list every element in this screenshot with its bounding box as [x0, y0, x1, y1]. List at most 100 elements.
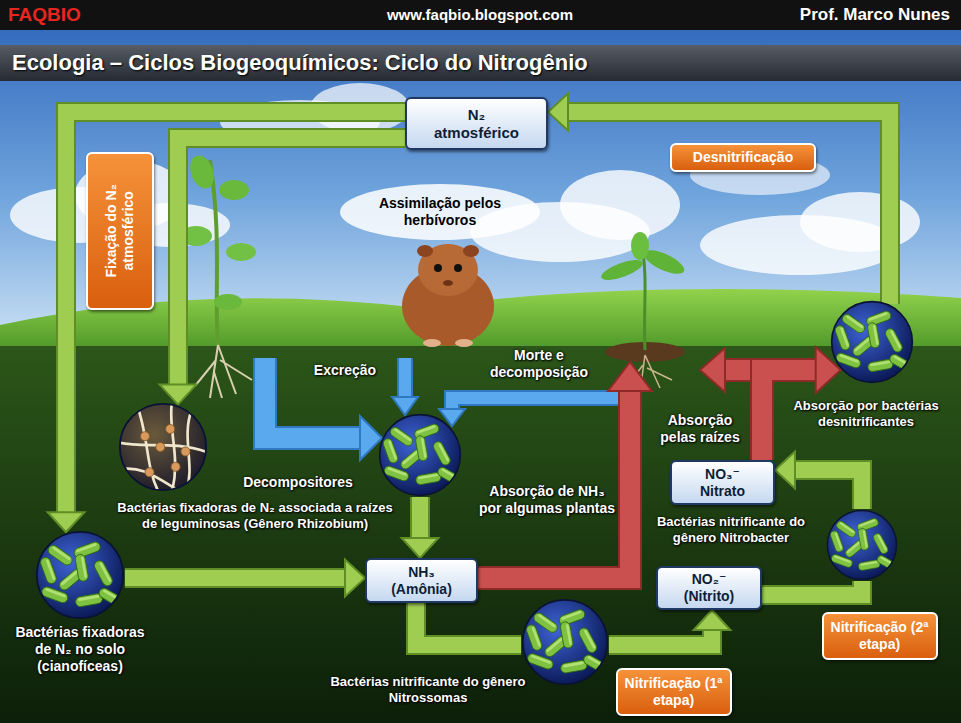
bacterium-body — [829, 530, 844, 553]
bacteria-picture — [378, 413, 462, 497]
box-text: Desnitrificação — [678, 149, 808, 166]
bacteria-circle: Bactérias fixadoras de N₂ associada a ra… — [118, 402, 208, 492]
bacterium-shine — [835, 532, 843, 549]
circle-caption: Bactérias fixadoras de N₂ associada a ra… — [110, 500, 400, 531]
arrow-head — [402, 538, 439, 558]
bacteria-circle: Bactérias nitrificante do gênero Nitroba… — [826, 509, 898, 581]
circle-rim — [827, 510, 896, 579]
circle-ground — [37, 532, 123, 618]
process-label-box: Nitrificação (2ª etapa) — [822, 612, 938, 660]
bacterium-shine — [76, 543, 97, 553]
bacterium — [834, 324, 851, 351]
microbes — [382, 423, 462, 486]
arrow-outline — [794, 470, 862, 509]
bacterium-shine — [418, 473, 438, 479]
circle-rim — [832, 302, 913, 383]
circle-rim — [37, 532, 123, 618]
arrow-outline — [66, 112, 405, 513]
plant-leaf — [186, 152, 218, 191]
free-label: Prof. Marco Nunes — [700, 5, 950, 25]
bacteria-circle: Absorção por bactérias desnitrificantes — [830, 300, 914, 384]
circle-ground — [523, 600, 607, 684]
guinea-pig-eye — [454, 264, 462, 272]
flow-arrow — [762, 581, 862, 595]
bacterium-shine — [566, 624, 572, 645]
seedling-leaf — [599, 256, 645, 284]
arrow-shaft — [178, 138, 405, 386]
bacterium — [75, 593, 103, 607]
bacterium — [867, 322, 880, 348]
bacterium-body — [560, 621, 574, 649]
arrow-outline — [178, 138, 405, 386]
flow-arrow — [548, 94, 890, 305]
uptake-arrow — [478, 390, 630, 578]
bacterium — [415, 435, 428, 461]
bacteria-picture — [521, 598, 609, 686]
bacterium-shine — [531, 654, 552, 664]
arrow-shaft — [416, 603, 521, 645]
box-text: Nitrificação (1ª etapa) — [624, 675, 724, 709]
guinea-pig-ear — [463, 245, 479, 257]
arrow-head — [700, 348, 725, 392]
circle-rim — [120, 404, 206, 490]
guinea-pig-ear — [417, 245, 433, 257]
bacteria-picture — [830, 300, 914, 384]
bacterium-body — [858, 559, 881, 571]
excretion-arrow — [397, 358, 413, 398]
plant-leaf — [219, 180, 249, 200]
bacterium-body — [872, 532, 889, 555]
circle-rim — [380, 415, 461, 496]
plant-stem — [210, 160, 218, 345]
box-text: NO₂⁻ (Nitrito) — [667, 571, 752, 605]
circle-ground — [380, 415, 461, 496]
arrow-head — [694, 610, 731, 630]
bacterium-body — [75, 554, 89, 582]
compound-box: NO₃⁻ Nitrato — [670, 460, 775, 505]
flow-arrow — [125, 560, 365, 597]
arrow-outline — [762, 370, 817, 460]
arrow-shaft — [609, 629, 712, 645]
microbes — [525, 608, 609, 674]
plant-roots — [195, 345, 252, 398]
microbes — [118, 402, 208, 492]
bacterium-shine — [46, 559, 56, 580]
free-label: Absorção pelas raízes — [650, 412, 750, 446]
plant-leaf — [226, 243, 256, 261]
excretion-arrow — [399, 358, 411, 398]
arrow-head — [392, 397, 418, 415]
flow-arrow — [416, 603, 521, 645]
bacterium-shine — [859, 519, 876, 527]
process-label-box: Nitrificação (1ª etapa) — [616, 668, 732, 716]
flow-arrow — [402, 497, 439, 558]
bacterium — [872, 532, 889, 555]
arrow-shaft — [567, 112, 890, 304]
arrow-shaft — [794, 470, 862, 509]
root-nodule — [166, 425, 175, 434]
bacterium-shine — [394, 428, 412, 442]
compound-box: NO₂⁻ (Nitrito) — [656, 566, 762, 610]
microbes — [829, 517, 898, 571]
microbes — [39, 541, 125, 609]
bacterium — [884, 327, 904, 354]
free-label: www.faqbio.blogspot.com — [330, 6, 630, 24]
free-label: Morte e decomposição — [474, 347, 604, 381]
seedling-leaf — [631, 232, 649, 260]
bacterium-shine — [561, 610, 582, 620]
bacterium — [75, 554, 89, 582]
guinea-pig-foot — [455, 339, 473, 347]
arrow-outline — [609, 629, 712, 645]
root-nodule — [145, 468, 154, 477]
bacterium — [432, 440, 452, 467]
arrow-outline — [567, 112, 890, 304]
bacterium-shine — [387, 467, 407, 476]
bacterium-shine — [60, 570, 78, 586]
bacterium-shine — [402, 450, 419, 465]
bacterium — [560, 621, 574, 649]
flow-arrow — [160, 138, 405, 405]
arrow-head — [345, 560, 365, 597]
flow-arrow — [48, 112, 405, 532]
guinea-pig-foot — [423, 339, 441, 347]
box-text: NH₃ (Amônia) — [379, 564, 464, 598]
bacterium-body — [560, 660, 588, 674]
